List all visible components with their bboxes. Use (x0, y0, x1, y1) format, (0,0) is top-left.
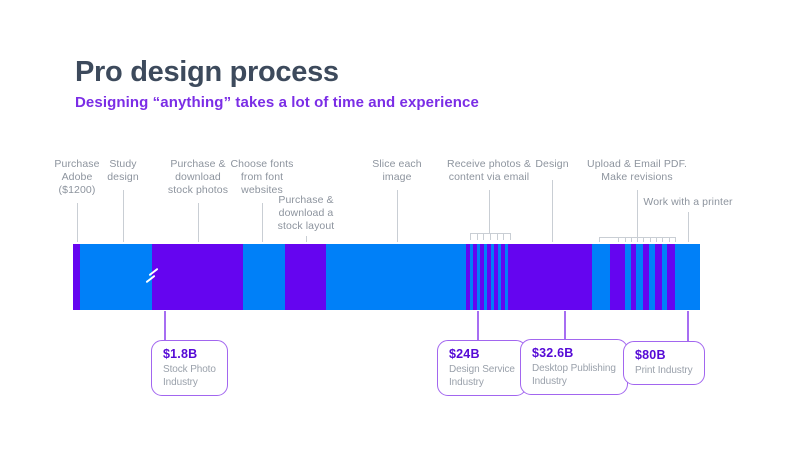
bar-segment-purple (508, 244, 592, 310)
upload-email-bracket-tick (625, 237, 626, 242)
bar-segment-blue (649, 244, 655, 310)
upload-email-bracket-tick (656, 237, 657, 242)
process-bar (73, 244, 700, 310)
milestone-label-design: Design (535, 158, 569, 170)
bar-segment-purple (152, 244, 243, 310)
receive-photos-bracket-tick (503, 233, 504, 240)
bar-segment-blue (80, 244, 152, 310)
upload-email-bracket-tick (618, 237, 619, 242)
milestone-label-work-with-printer: Work with a printer (643, 196, 733, 208)
bar-segment-purple (631, 244, 636, 310)
bar-segment-purple (494, 244, 498, 310)
milestone-line-receive-photos (489, 190, 490, 233)
callout-print: $80B Print Industry (623, 341, 705, 385)
upload-email-bracket-tick (675, 237, 676, 242)
milestone-label-study-design: Study design (107, 158, 139, 183)
upload-email-bracket-tick (643, 237, 644, 242)
bar-segment-blue (484, 244, 487, 310)
bar-segment-purple (466, 244, 470, 310)
bar-segment-blue (505, 244, 508, 310)
bar-segment-purple (480, 244, 484, 310)
bar-segment-blue (470, 244, 473, 310)
bar-segment-blue (675, 244, 700, 310)
milestone-label-upload-email-pdf: Upload & Email PDF. Make revisions (587, 158, 687, 183)
bar-segment-blue (491, 244, 494, 310)
upload-email-bracket-tick (637, 237, 638, 242)
milestone-label-slice-images: Slice each image (372, 158, 422, 183)
callout-desc-print: Print Industry (635, 365, 693, 376)
callout-design-service: $24B Design Service Industry (437, 340, 527, 396)
milestone-line-purchase-adobe (77, 203, 78, 242)
upload-email-bracket-tick (669, 237, 670, 242)
receive-photos-bracket-tick (477, 233, 478, 240)
bar-segment-blue (592, 244, 610, 310)
upload-email-bracket-tick (662, 237, 663, 242)
upload-email-bracket-tick (650, 237, 651, 242)
receive-photos-bracket-tick (490, 233, 491, 240)
upload-email-bracket-tick (631, 237, 632, 242)
milestone-label-purchase-stock-photos: Purchase & download stock photos (167, 158, 229, 196)
callout-line-stock-photo (164, 311, 166, 340)
bar-segment-purple (610, 244, 625, 310)
milestone-line-choose-fonts (262, 203, 263, 242)
milestone-label-receive-photos: Receive photos & content via email (447, 158, 531, 183)
page-subtitle: Designing “anything” takes a lot of time… (75, 94, 479, 111)
milestone-label-choose-fonts: Choose fonts from font websites (230, 158, 294, 196)
milestone-line-study-design (123, 190, 124, 242)
milestone-line-work-with-printer (688, 212, 689, 242)
receive-photos-bracket-tick (497, 233, 498, 240)
bar-segment-purple (643, 244, 649, 310)
callout-value-print: $80B (635, 348, 666, 362)
bar-segment-blue (625, 244, 631, 310)
receive-photos-bracket-tick (510, 233, 511, 240)
bar-segment-purple (487, 244, 491, 310)
bar-segment-blue (243, 244, 285, 310)
milestone-line-slice-images (397, 190, 398, 242)
milestone-label-purchase-stock-layout: Purchase & download a stock layout (277, 194, 335, 232)
callout-line-design-service (477, 311, 479, 340)
bar-segment-purple (473, 244, 477, 310)
callout-line-desktop-publishing (564, 311, 566, 339)
milestone-line-upload-email-pdf (637, 190, 638, 237)
milestone-line-design (552, 180, 553, 242)
callout-desktop-publishing: $32.6B Desktop Publishing Industry (520, 339, 628, 395)
bar-segment-blue (498, 244, 501, 310)
receive-photos-bracket-tick (470, 233, 471, 240)
bar-segment-purple (655, 244, 662, 310)
bar-segment-purple (501, 244, 505, 310)
page-title: Pro design process (75, 56, 339, 88)
milestone-line-purchase-stock-photos (198, 203, 199, 242)
callout-value-design-service: $24B (449, 347, 480, 361)
milestone-label-purchase-adobe: Purchase Adobe ($1200) (54, 158, 100, 196)
bar-segment-purple (285, 244, 326, 310)
bar-segment-blue (636, 244, 643, 310)
callout-value-stock-photo: $1.8B (163, 347, 198, 361)
milestone-line-purchase-stock-layout (306, 236, 307, 242)
callout-value-desktop-publishing: $32.6B (532, 346, 574, 360)
callout-desc-stock-photo: Stock Photo Industry (163, 364, 216, 388)
bar-segment-blue (326, 244, 466, 310)
callout-desc-design-service: Design Service Industry (449, 364, 515, 388)
receive-photos-bracket-tick (483, 233, 484, 240)
bar-segment-purple (667, 244, 675, 310)
callout-desc-desktop-publishing: Desktop Publishing Industry (532, 363, 616, 387)
callout-stock-photo: $1.8B Stock Photo Industry (151, 340, 228, 396)
bar-segment-blue (477, 244, 480, 310)
upload-email-bracket-tick (599, 237, 600, 242)
bar-segment-blue (662, 244, 667, 310)
bar-segment-purple (73, 244, 80, 310)
callout-line-print (687, 311, 689, 341)
